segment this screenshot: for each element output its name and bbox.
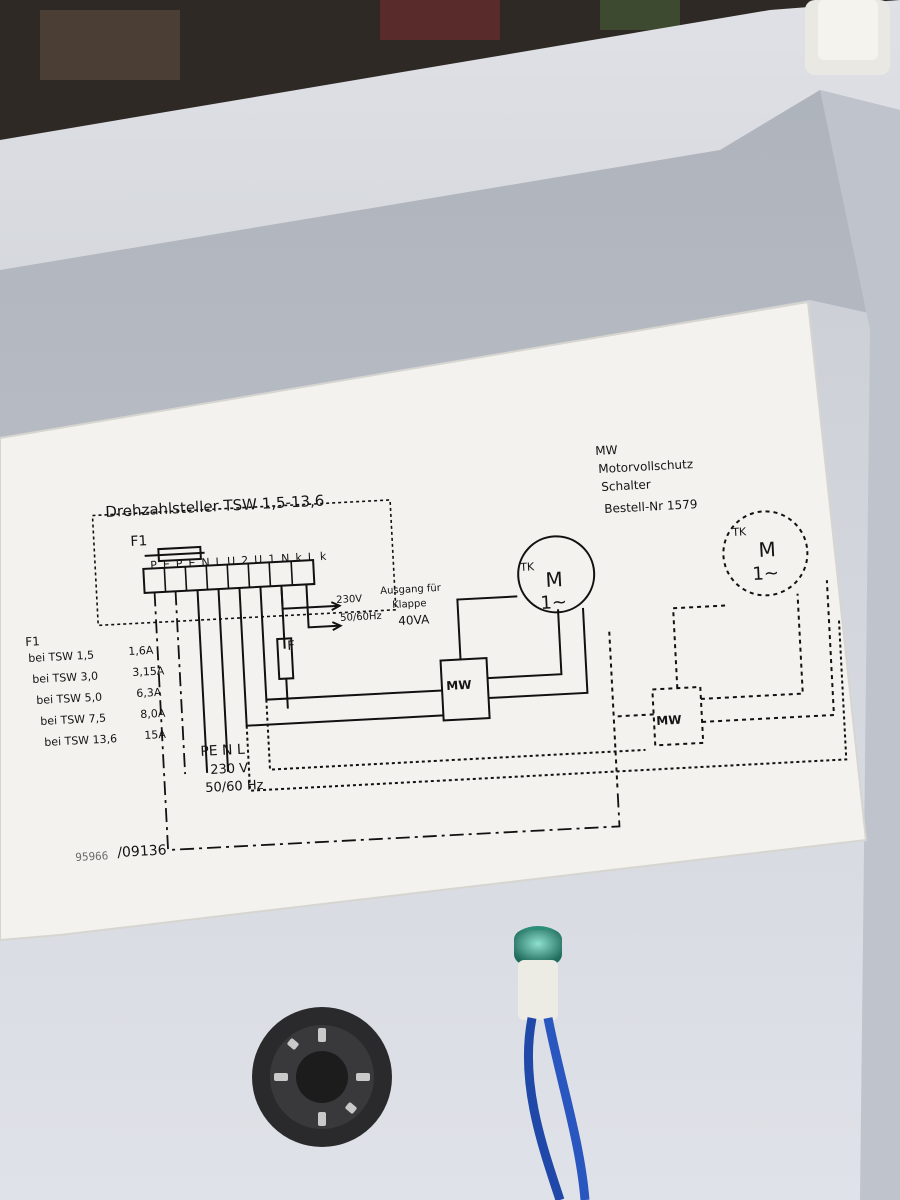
supply-terminals: PE N L (199, 741, 246, 760)
motor-tk: TK (519, 560, 535, 574)
fuse-row-4-model: bei TSW 7,5 (39, 711, 107, 728)
terminal-l: L (215, 554, 228, 569)
motor-circle (517, 535, 596, 614)
terminal-u1: U1 (253, 552, 282, 567)
doc-number-suffix: /09136 (116, 842, 167, 861)
fuse-row-3-model: bei TSW 5,0 (35, 690, 103, 707)
output-desc-2: Klappe (391, 598, 427, 611)
motor-2-tk: TK (731, 525, 747, 539)
motor-m: M (544, 567, 564, 592)
fuse-row-2-rating: 3,15A (131, 664, 165, 679)
fuse-row-3-rating: 6,3A (135, 685, 162, 700)
terminal-pe-2: PE (175, 556, 202, 571)
motor-2-phase: 1~ (751, 562, 780, 585)
mw-note-1: MW (594, 442, 618, 458)
fuse-row-2-model: bei TSW 3,0 (31, 669, 99, 686)
fuse-table-heading: F1 (24, 634, 41, 649)
fuse-f1-symbol (157, 545, 202, 563)
motor-2-m: M (757, 537, 777, 562)
terminal-u2: U2 (226, 553, 255, 568)
supply-frequency: 50/60 Hz (204, 777, 264, 796)
fuse-row-1-model: bei TSW 1,5 (27, 648, 95, 665)
terminal-lk: Lk (307, 549, 333, 564)
terminal-n: N (201, 555, 216, 570)
mw-box-label: MW (445, 677, 472, 693)
fuse-f-label: F (286, 638, 296, 654)
motor-phase: 1~ (539, 591, 568, 614)
fuse-row-4-rating: 8,0A (139, 706, 166, 721)
output-power: 40VA (397, 612, 430, 628)
fuse-row-5-rating: 15A (143, 727, 167, 742)
terminal-pe-1: PE (149, 557, 177, 572)
doc-number-prefix: 95966 (74, 849, 109, 864)
motor-circle-2 (722, 510, 809, 597)
fuse-f1-label: F1 (129, 533, 148, 550)
terminal-strip (142, 558, 316, 594)
pe-line (153, 592, 621, 851)
mw-box-2-label: MW (655, 712, 682, 728)
terminal-nk: Nk (280, 550, 309, 566)
supply-voltage: 230 V (209, 761, 249, 778)
mw-box (439, 657, 491, 722)
mw-note-3: Schalter (600, 477, 652, 494)
output-voltage: 230V (335, 593, 363, 606)
fuse-row-1-rating: 1,6A (127, 643, 154, 658)
